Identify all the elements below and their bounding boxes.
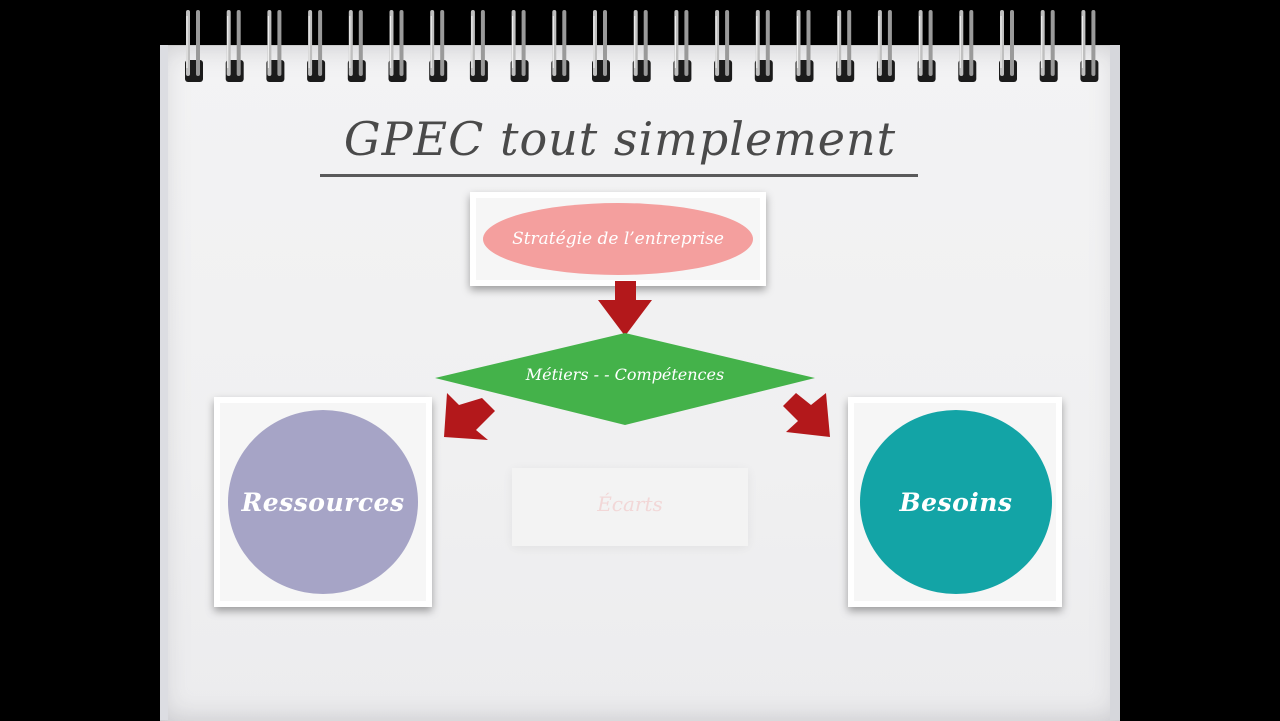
down-arrow-icon bbox=[598, 281, 652, 336]
metiers-label: Métiers - - Compétences bbox=[480, 365, 770, 384]
right-down-arrow-icon bbox=[783, 393, 830, 437]
left-down-arrow-icon bbox=[444, 393, 495, 440]
